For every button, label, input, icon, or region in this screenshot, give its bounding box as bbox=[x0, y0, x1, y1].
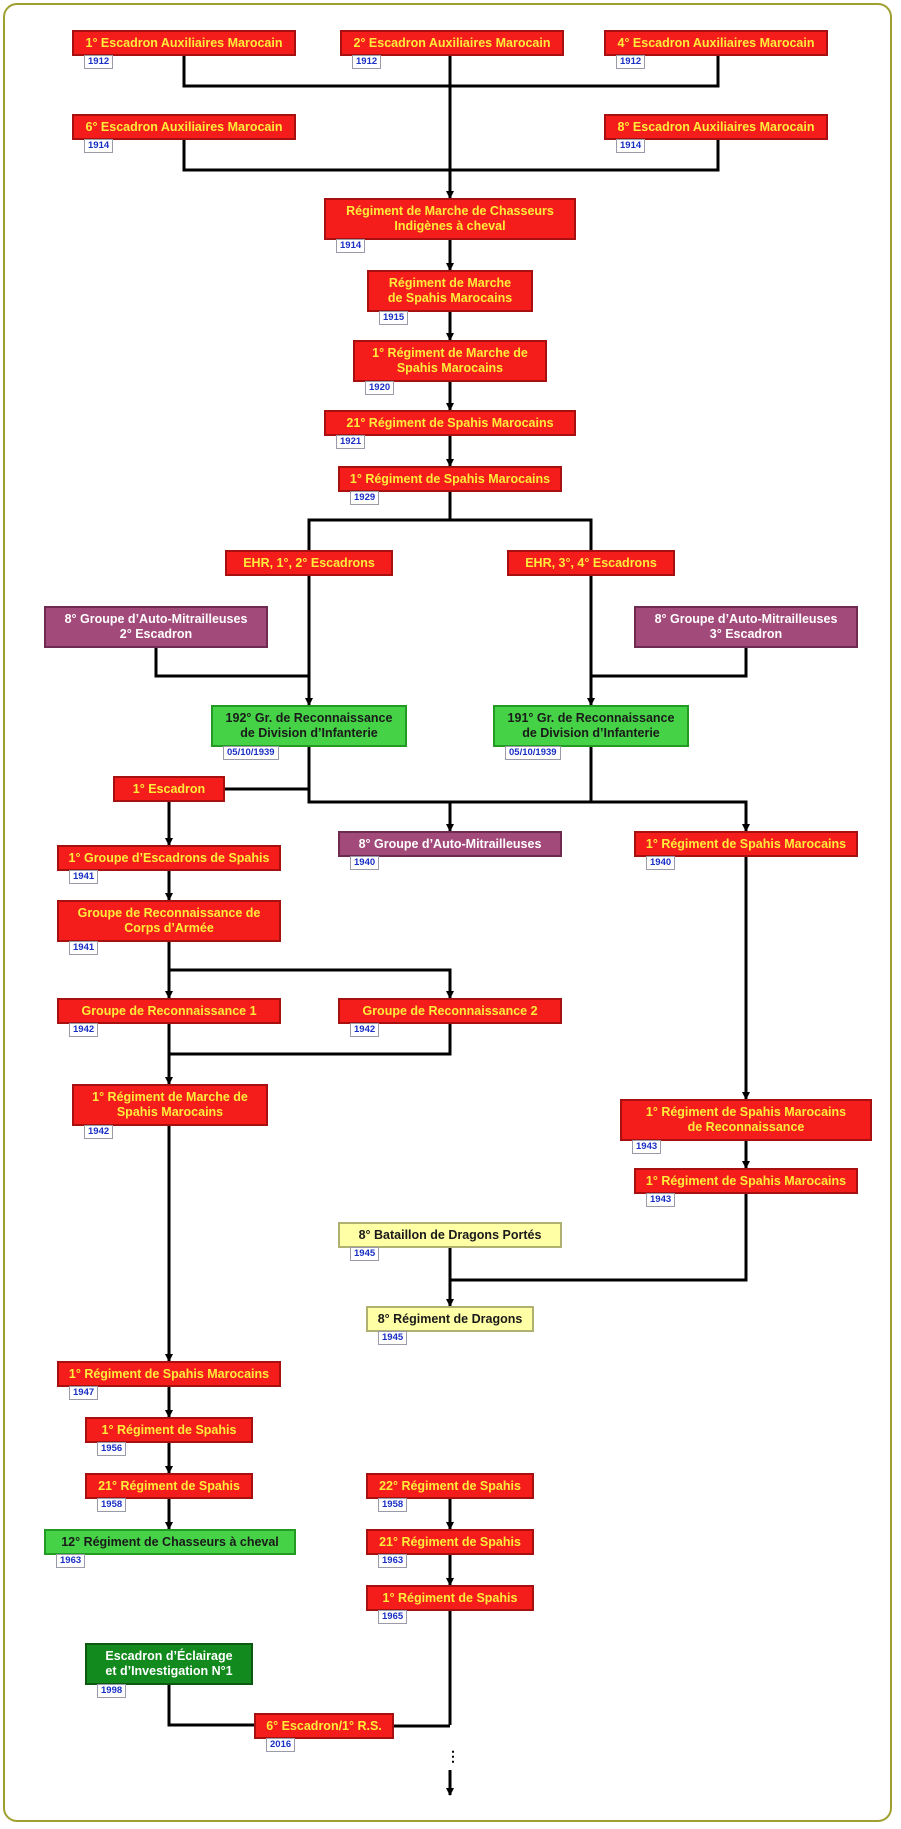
unit-node-8rd: 8° Régiment de Dragons bbox=[366, 1306, 534, 1332]
unit-node-22rs: 22° Régiment de Spahis bbox=[366, 1473, 534, 1499]
unit-node-1rmsm42: 1° Régiment de Marche de Spahis Marocain… bbox=[72, 1084, 268, 1126]
date-tag-12rcc: 1963 bbox=[56, 1554, 86, 1568]
unit-node-1rsm40: 1° Régiment de Spahis Marocains bbox=[634, 831, 858, 857]
date-tag-1rmsm42: 1942 bbox=[84, 1125, 114, 1139]
connector-line bbox=[307, 747, 750, 832]
date-tag-rmci: 1914 bbox=[336, 239, 366, 253]
date-tag-1ges: 1941 bbox=[69, 870, 99, 884]
unit-node-rmsm: Régiment de Marche de Spahis Marocains bbox=[367, 270, 533, 312]
date-tag-gr1: 1942 bbox=[69, 1023, 99, 1037]
date-tag-rmsm: 1915 bbox=[379, 311, 409, 325]
unit-node-ehr3: EHR, 3°, 4° Escadrons bbox=[507, 550, 675, 576]
date-tag-e6: 1914 bbox=[84, 139, 114, 153]
connector-line bbox=[167, 942, 454, 999]
date-tag-1rsm47: 1947 bbox=[69, 1386, 99, 1400]
date-tag-gr2: 1942 bbox=[350, 1023, 380, 1037]
unit-node-1esc: 1° Escadron bbox=[113, 776, 225, 802]
unit-node-1rmsm: 1° Régiment de Marche de Spahis Marocain… bbox=[353, 340, 547, 382]
connector-line bbox=[450, 518, 593, 550]
date-tag-191: 05/10/1939 bbox=[505, 746, 561, 760]
unit-node-191: 191° Gr. de Reconnaissance de Division d… bbox=[493, 705, 689, 747]
unit-node-gam3: 8° Groupe d’Auto-Mitrailleuses 3° Escadr… bbox=[634, 606, 858, 648]
connector-line bbox=[307, 492, 452, 550]
unit-node-192: 192° Gr. de Reconnaissance de Division d… bbox=[211, 705, 407, 747]
date-tag-8bdp: 1945 bbox=[350, 1247, 380, 1261]
date-tag-e4: 1912 bbox=[616, 55, 646, 69]
date-tag-1rsmr: 1943 bbox=[632, 1140, 662, 1154]
unit-node-1rsm29: 1° Régiment de Spahis Marocains bbox=[338, 466, 562, 492]
unit-node-1rsm43: 1° Régiment de Spahis Marocains bbox=[634, 1168, 858, 1194]
unit-node-eei: Escadron d’Éclairage et d’Investigation … bbox=[85, 1643, 253, 1685]
unit-node-e1: 1° Escadron Auxiliaires Marocain bbox=[72, 30, 296, 56]
date-tag-6esc: 2016 bbox=[266, 1738, 296, 1752]
connector-line bbox=[154, 648, 309, 678]
date-tag-1rsm40: 1940 bbox=[646, 856, 676, 870]
date-tag-1rsm43: 1943 bbox=[646, 1193, 676, 1207]
connector-line bbox=[167, 1685, 254, 1727]
unit-node-12rcc: 12° Régiment de Chasseurs à cheval bbox=[44, 1529, 296, 1555]
unit-node-rmci: Régiment de Marche de Chasseurs Indigène… bbox=[324, 198, 576, 240]
unit-node-6esc: 6° Escadron/1° R.S. bbox=[254, 1713, 394, 1739]
date-tag-21rsm: 1921 bbox=[336, 435, 366, 449]
unit-node-gr2: Groupe de Reconnaissance 2 bbox=[338, 998, 562, 1024]
unit-node-1rs65: 1° Régiment de Spahis bbox=[366, 1585, 534, 1611]
date-tag-1rs56: 1956 bbox=[97, 1442, 127, 1456]
connector-line bbox=[169, 1024, 452, 1056]
unit-node-gr1: Groupe de Reconnaissance 1 bbox=[57, 998, 281, 1024]
date-tag-22rs: 1958 bbox=[378, 1498, 408, 1512]
unit-node-e2: 2° Escadron Auxiliaires Marocain bbox=[340, 30, 564, 56]
unit-node-1rsm47: 1° Régiment de Spahis Marocains bbox=[57, 1361, 281, 1387]
unit-node-8gam: 8° Groupe d’Auto-Mitrailleuses bbox=[338, 831, 562, 857]
date-tag-1rs65: 1965 bbox=[378, 1610, 408, 1624]
unit-node-e8: 8° Escadron Auxiliaires Marocain bbox=[604, 114, 828, 140]
date-tag-8gam: 1940 bbox=[350, 856, 380, 870]
unit-node-21rs58: 21° Régiment de Spahis bbox=[85, 1473, 253, 1499]
date-tag-grca: 1941 bbox=[69, 941, 99, 955]
unit-node-gam2: 8° Groupe d’Auto-Mitrailleuses 2° Escadr… bbox=[44, 606, 268, 648]
unit-node-21rsm: 21° Régiment de Spahis Marocains bbox=[324, 410, 576, 436]
date-tag-1rmsm: 1920 bbox=[365, 381, 395, 395]
date-tag-e8: 1914 bbox=[616, 139, 646, 153]
unit-node-ehr1: EHR, 1°, 2° Escadrons bbox=[225, 550, 393, 576]
date-tag-e1: 1912 bbox=[84, 55, 114, 69]
unit-node-1rs56: 1° Régiment de Spahis bbox=[85, 1417, 253, 1443]
date-tag-21rs63: 1963 bbox=[378, 1554, 408, 1568]
date-tag-eei: 1998 bbox=[97, 1684, 127, 1698]
continuation-dots: ⋮ bbox=[446, 1748, 460, 1764]
unit-node-grca: Groupe de Reconnaissance de Corps d’Armé… bbox=[57, 900, 281, 942]
unit-node-8bdp: 8° Bataillon de Dragons Portés bbox=[338, 1222, 562, 1248]
connector-line bbox=[450, 1194, 748, 1282]
date-tag-e2: 1912 bbox=[352, 55, 382, 69]
unit-node-e6: 6° Escadron Auxiliaires Marocain bbox=[72, 114, 296, 140]
date-tag-192: 05/10/1939 bbox=[223, 746, 279, 760]
unit-node-1ges: 1° Groupe d’Escadrons de Spahis bbox=[57, 845, 281, 871]
unit-node-21rs63: 21° Régiment de Spahis bbox=[366, 1529, 534, 1555]
date-tag-1rsm29: 1929 bbox=[350, 491, 380, 505]
unit-node-1rsmr: 1° Régiment de Spahis Marocains de Recon… bbox=[620, 1099, 872, 1141]
date-tag-21rs58: 1958 bbox=[97, 1498, 127, 1512]
unit-node-e4: 4° Escadron Auxiliaires Marocain bbox=[604, 30, 828, 56]
connector-line bbox=[591, 648, 748, 678]
date-tag-8rd: 1945 bbox=[378, 1331, 408, 1345]
